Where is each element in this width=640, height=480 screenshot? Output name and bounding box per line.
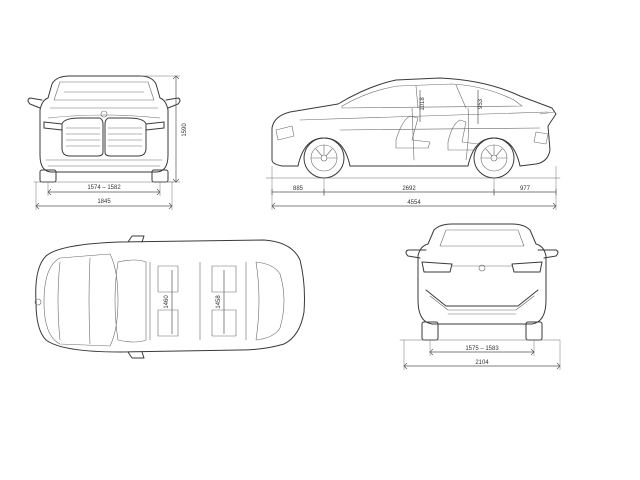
front-height-dimension: 1590 (140, 75, 188, 183)
rear-overhang-label: 977 (520, 186, 531, 192)
front-track-label: 1574 – 1582 (87, 185, 121, 191)
front-headroom-label: 1018 (420, 97, 426, 111)
front-track-dimension: 1574 – 1582 (47, 182, 161, 196)
front-view (27, 75, 181, 183)
rear-track-label: 1575 – 1583 (465, 346, 499, 352)
side-view: 1018 953 (265, 77, 561, 179)
rear-view (399, 223, 561, 341)
rear-dimensions: 1575 – 1583 2104 (403, 340, 561, 370)
front-overhang-label: 885 (293, 186, 304, 192)
length-label: 4554 (407, 200, 421, 206)
top-view: 1460 1458 (34, 235, 305, 359)
side-dimensions: 885 2692 977 4554 (271, 166, 557, 210)
wheelbase-label: 2692 (402, 186, 416, 192)
rear-headroom-label: 953 (478, 98, 484, 109)
front-height-label: 1590 (182, 123, 188, 137)
rear-shoulder-label: 1458 (216, 295, 222, 309)
front-width-label: 1845 (97, 199, 111, 205)
width-mirrors-label: 2104 (475, 360, 489, 366)
front-width-dimension: 1845 (35, 182, 173, 210)
front-shoulder-label: 1460 (164, 295, 170, 309)
